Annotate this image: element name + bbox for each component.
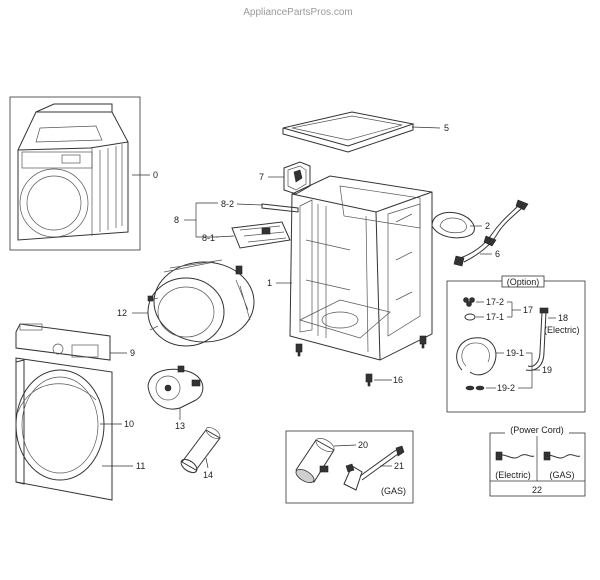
door-part — [15, 369, 105, 481]
option-box-title: (Option) — [507, 277, 540, 287]
label-11: 11 — [136, 461, 145, 471]
leveling-feet-part — [295, 335, 427, 387]
drum-part — [147, 259, 255, 347]
fill-hose-part — [456, 337, 497, 391]
gas-box-label: (GAS) — [381, 486, 406, 496]
hose-bracket-part — [431, 212, 475, 239]
label-18: 18 — [558, 313, 568, 323]
label-19: 19 — [542, 365, 552, 375]
duct-part — [180, 427, 221, 474]
label-21: 21 — [394, 461, 404, 471]
label-1: 1 — [267, 278, 272, 288]
power-cord-gas-part — [543, 451, 581, 461]
bracket-part — [283, 161, 311, 195]
power-cord-gas-label: (GAS) — [549, 470, 574, 480]
label-2: 2 — [485, 221, 490, 231]
label-8-2: 8-2 — [221, 199, 234, 209]
label-6: 6 — [495, 249, 500, 259]
label-9: 9 — [130, 348, 135, 358]
power-cord-electric-label: (Electric) — [495, 470, 531, 480]
label-19-2: 19-2 — [497, 383, 515, 393]
inlet-hose-electric-part — [525, 307, 549, 371]
label-8-1: 8-1 — [202, 233, 215, 243]
blower-part — [147, 365, 204, 410]
label-19-1: 19-1 — [506, 348, 524, 358]
control-panel-part — [15, 323, 111, 361]
label-0: 0 — [153, 170, 158, 180]
valve-part — [463, 297, 476, 321]
dryer-assembly-part — [9, 96, 141, 251]
watermark: AppliancePartsPros.com — [243, 7, 353, 18]
wire-harness-part — [453, 199, 529, 267]
label-20: 20 — [358, 440, 368, 450]
label-7: 7 — [259, 172, 264, 182]
label-17: 17 — [523, 305, 533, 315]
front-panel-part — [15, 357, 113, 501]
label-16: 16 — [393, 375, 403, 385]
label-22: 22 — [532, 485, 542, 495]
label-17-1: 17-1 — [486, 312, 504, 322]
label-12: 12 — [117, 308, 127, 318]
option-electric-label: (Electric) — [544, 325, 580, 335]
cabinet-part — [289, 175, 433, 361]
label-14: 14 — [203, 470, 213, 480]
gas-box: (GAS) — [285, 430, 414, 504]
label-8: 8 — [174, 215, 179, 225]
power-cord-box-title: (Power Cord) — [510, 425, 564, 435]
power-cord-electric-part — [495, 451, 535, 461]
top-cover-part — [282, 111, 415, 153]
label-5: 5 — [444, 123, 449, 133]
burner-part — [343, 445, 405, 491]
power-cord-box: (Power Cord) — [489, 425, 586, 497]
option-box: (Option) — [446, 275, 586, 413]
label-13: 13 — [175, 421, 185, 431]
gas-valve-part — [295, 438, 335, 484]
label-17-2: 17-2 — [486, 297, 504, 307]
control-assembly-part — [231, 203, 299, 249]
label-10: 10 — [124, 419, 134, 429]
